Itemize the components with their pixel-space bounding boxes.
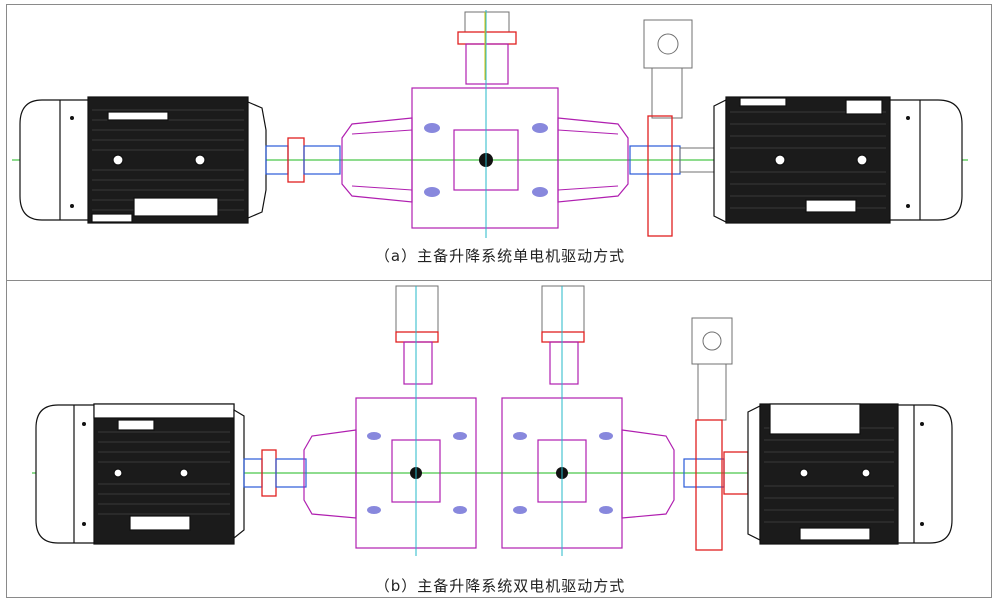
panel-a-left-motor-icon [19,96,267,224]
panel-a-top-input-coupling-icon [457,11,517,85]
panel-b-right-motor-icon [747,403,953,545]
panel-b-left-motor-icon [35,403,245,545]
panel-a-gearbox-icon [341,87,629,229]
panel-a-left-coupling-icon [265,137,341,183]
panel-a-drawing [12,10,968,238]
caption-a: （a）主备升降系统单电机驱动方式 [374,247,626,265]
panel-b-top-input-2-icon [541,285,585,385]
panel-a-right-motor-icon [713,96,963,224]
panel-a-brake-icon [643,19,693,237]
caption-b: （b）主备升降系统双电机驱动方式 [374,577,626,595]
figure-frame [6,4,992,598]
panel-b-brake-icon [691,317,733,551]
panel-b-left-coupling-icon [243,449,307,497]
panel-divider [6,280,992,281]
panel-b-drawing [32,285,953,556]
panel-b-top-input-1-icon [395,285,439,385]
